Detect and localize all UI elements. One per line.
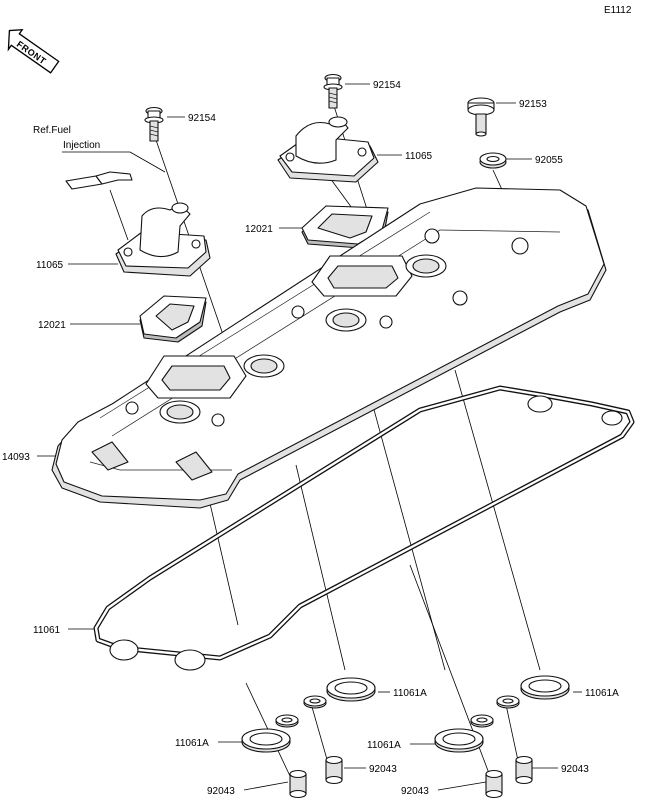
fuel-injection-bracket-icon <box>65 171 133 190</box>
label-washer: 92055 <box>535 155 563 166</box>
label-plate-right: 12021 <box>245 224 273 235</box>
label-breather-left: 11065 <box>36 260 64 271</box>
collar-4-icon <box>515 755 533 785</box>
part-labels: 92154 92154 92153 92055 Ref.Fuel Injecti… <box>2 80 619 797</box>
front-arrow-icon: FRONT <box>7 29 60 74</box>
label-collar-2: 92043 <box>369 764 397 775</box>
label-gasket: 11061 <box>33 625 61 636</box>
label-breather-right: 11065 <box>405 151 433 162</box>
label-plate-left: 12021 <box>38 320 66 331</box>
cylinder-head-cover-icon <box>51 187 607 509</box>
label-gasket-a-lower-left: 11061A <box>175 738 209 749</box>
collar-2-icon <box>325 755 343 785</box>
label-gasket-a-right: 11061A <box>585 688 619 699</box>
bolt-center-icon <box>323 73 343 109</box>
cover-port-left <box>145 355 247 399</box>
plug-gasket-upper-left-icon <box>303 677 376 709</box>
label-bolt-right: 92153 <box>519 99 547 110</box>
label-gasket-a-upper-left: 11061A <box>393 688 427 699</box>
label-bolt-left: 92154 <box>188 113 216 124</box>
breather-cover-left-icon <box>115 202 211 277</box>
label-ref-fuel-line2: Injection <box>63 140 100 151</box>
plug-gasket-lower-center-icon <box>434 714 494 753</box>
bolt-left-icon <box>144 106 164 142</box>
label-collar-4: 92043 <box>561 764 589 775</box>
collar-1-icon <box>289 769 307 799</box>
label-bolt-center: 92154 <box>373 80 401 91</box>
bolt-right-icon <box>467 97 495 137</box>
label-cover: 14093 <box>2 452 30 463</box>
breather-cover-right-icon <box>277 116 379 183</box>
diagram-code: E1112 <box>604 5 632 16</box>
plug-gasket-right-icon <box>496 675 570 709</box>
label-collar-1: 92043 <box>207 786 235 797</box>
collar-3-icon <box>485 769 503 799</box>
plug-gasket-lower-left-icon <box>241 714 299 753</box>
cover-port-right <box>311 255 413 297</box>
head-cover-gasket-icon <box>93 385 635 671</box>
label-collar-3: 92043 <box>401 786 429 797</box>
reed-plate-left-icon <box>139 295 207 343</box>
label-gasket-a-lower-center: 11061A <box>367 740 401 751</box>
washer-icon <box>479 152 507 169</box>
label-ref-fuel-line1: Ref.Fuel <box>33 125 71 136</box>
reed-plate-right-icon <box>301 205 389 249</box>
